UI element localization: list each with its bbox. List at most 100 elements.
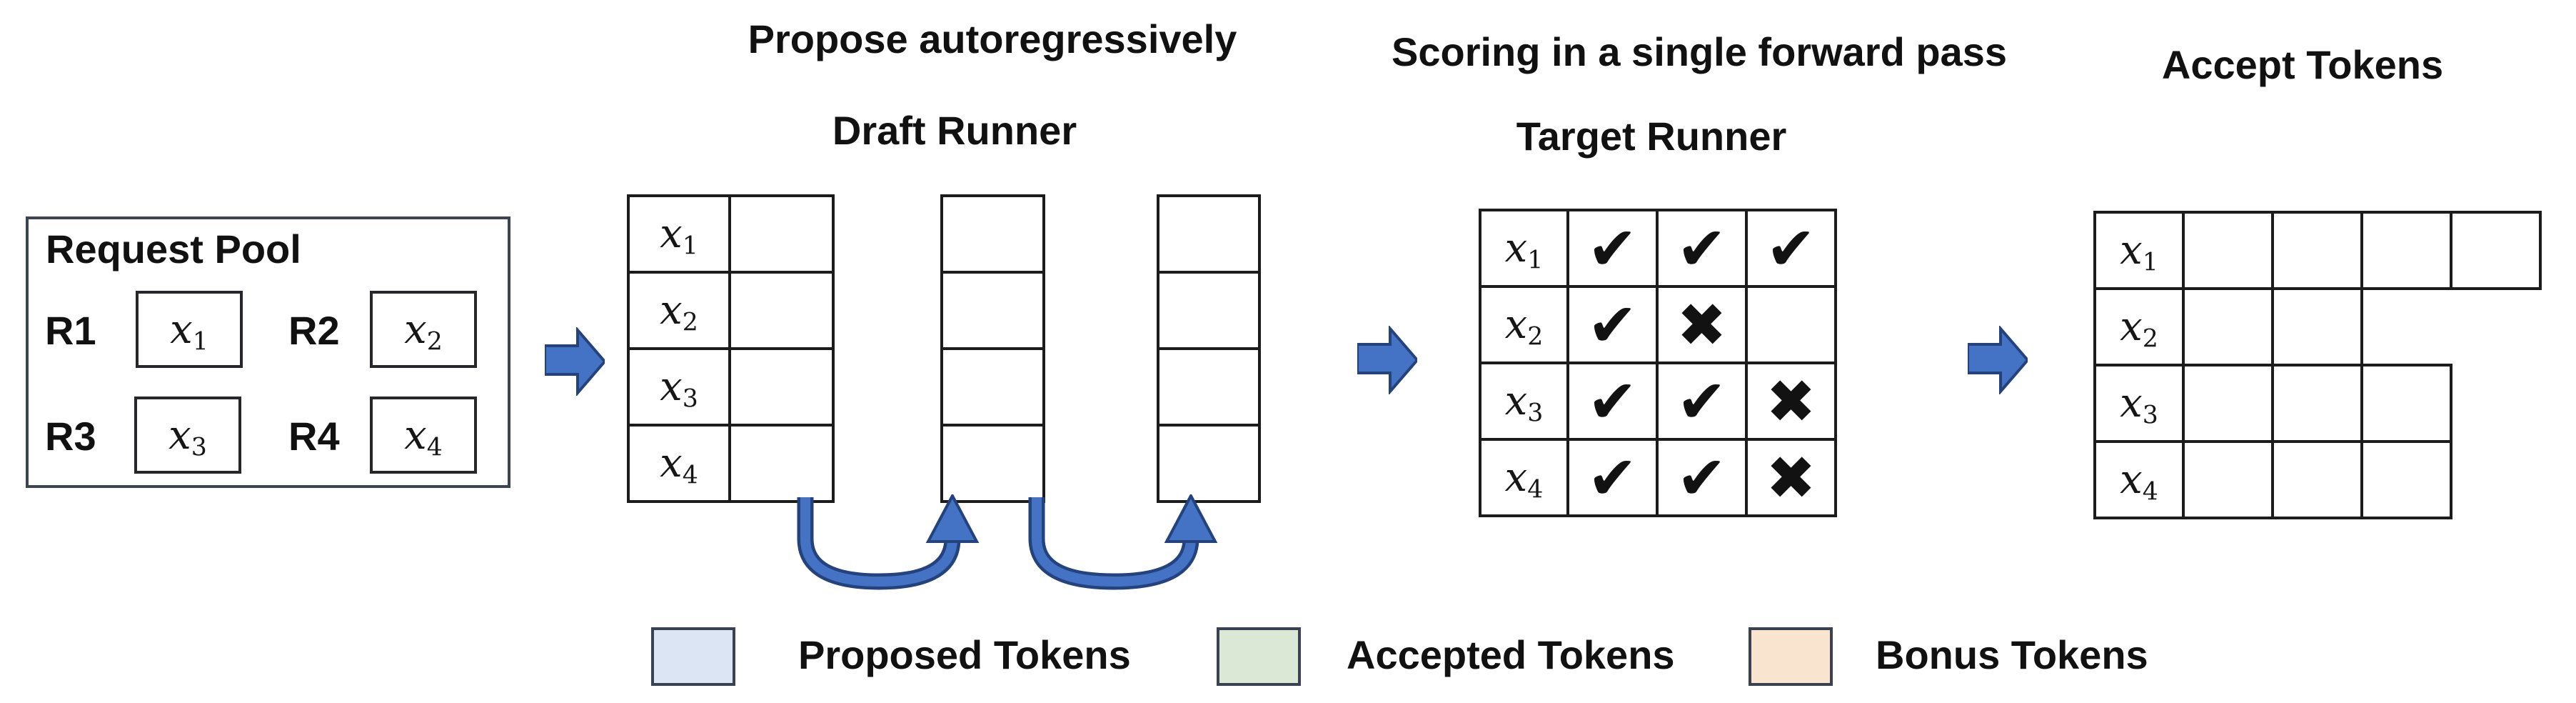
proposed-token-cell	[728, 271, 835, 350]
accepted-token-cell	[2360, 211, 2452, 290]
table-row	[1157, 194, 1261, 274]
proposed-token-cell	[1157, 271, 1261, 350]
accept-tokens-title: Accept Tokens	[2161, 42, 2444, 87]
request-label-r3: R3	[45, 414, 96, 459]
accepted-token-cell	[2271, 364, 2363, 443]
row-label: x1	[2093, 211, 2185, 290]
target-scoring-table: x1 ✔ ✔ ✔ x2 ✔ ✖ x3 ✔ ✔ ✖ x4 ✔ ✔ ✖	[1479, 209, 1837, 517]
proposed-token-cell	[728, 194, 835, 274]
table-row	[940, 271, 1045, 350]
score-cell: ✖	[1745, 362, 1837, 441]
score-cell: ✖	[1656, 285, 1748, 364]
request-token-box-r4: x4	[370, 397, 477, 474]
table-row: x4	[2093, 440, 2540, 519]
accept-tokens-table: x1 x2 x3 x4	[2093, 211, 2542, 519]
score-cell: ✔	[1566, 209, 1659, 288]
accepted-token-cell	[2182, 287, 2274, 367]
draft-proposal-table-2	[940, 194, 1045, 503]
row-label: x3	[627, 347, 731, 427]
table-row: x3	[627, 347, 835, 427]
table-row: x4	[627, 424, 835, 503]
token-x3: x3	[168, 412, 207, 462]
token-x1: x1	[170, 306, 208, 357]
draft-proposal-table-1: x1 x2 x3 x4	[627, 194, 835, 503]
score-cell: ✔	[1656, 362, 1748, 441]
legend-swatch-proposed	[651, 627, 735, 686]
accepted-token-cell	[2271, 440, 2363, 519]
row-label: x2	[1479, 285, 1569, 364]
table-row	[940, 347, 1045, 427]
row-label: x3	[2093, 364, 2185, 443]
proposed-token-cell	[1157, 194, 1261, 274]
table-row: x4 ✔ ✔ ✖	[1479, 438, 1837, 517]
bonus-token-cell	[2271, 287, 2363, 367]
table-row	[1157, 271, 1261, 350]
table-row: x1	[627, 194, 835, 274]
table-row	[940, 424, 1045, 503]
row-label: x4	[1479, 438, 1569, 517]
legend-swatch-accepted	[1217, 627, 1301, 686]
accepted-token-cell	[2182, 364, 2274, 443]
score-cell: ✔	[1566, 438, 1659, 517]
row-label: x2	[2093, 287, 2185, 367]
score-cell: ✔	[1656, 209, 1748, 288]
table-row: x2	[627, 271, 835, 350]
draft-runner-title: Draft Runner	[832, 108, 1077, 153]
proposed-token-cell	[940, 194, 1045, 274]
proposed-token-cell	[728, 424, 835, 503]
token-x2: x2	[404, 306, 443, 357]
loop-arrow-icon	[797, 494, 1218, 590]
bonus-token-cell	[2360, 364, 2452, 443]
row-label: x1	[1479, 209, 1569, 288]
table-row: x3 ✔ ✔ ✖	[1479, 362, 1837, 441]
proposed-token-cell	[1157, 347, 1261, 427]
accepted-token-cell	[2182, 440, 2274, 519]
score-cell: ✖	[1745, 438, 1837, 517]
table-row: x3	[2093, 364, 2540, 443]
request-label-r4: R4	[288, 414, 340, 459]
score-cell: ✔	[1566, 362, 1659, 441]
proposed-token-cell	[728, 347, 835, 427]
legend-label-bonus: Bonus Tokens	[1876, 632, 2148, 677]
legend-swatch-bonus	[1749, 627, 1833, 686]
proposed-token-cell	[940, 347, 1045, 427]
request-token-box-r3: x3	[134, 397, 241, 474]
table-row: x2	[2093, 287, 2540, 367]
table-row	[1157, 347, 1261, 427]
row-label: x4	[2093, 440, 2185, 519]
legend-label-proposed: Proposed Tokens	[798, 632, 1131, 677]
score-cell	[1745, 285, 1837, 364]
table-row: x1 ✔ ✔ ✔	[1479, 209, 1837, 288]
bonus-token-cell	[2450, 211, 2542, 290]
request-token-box-r2: x2	[370, 291, 477, 368]
row-label: x4	[627, 424, 731, 503]
proposed-token-cell	[940, 271, 1045, 350]
score-cell: ✔	[1656, 438, 1748, 517]
accepted-token-cell	[2182, 211, 2274, 290]
request-token-box-r1: x1	[136, 291, 243, 368]
request-pool-title: Request Pool	[46, 226, 301, 271]
row-label: x2	[627, 271, 731, 350]
bonus-token-cell	[2360, 440, 2452, 519]
flow-arrow-icon	[1357, 326, 1417, 394]
table-row: x1	[2093, 211, 2542, 290]
proposed-token-cell	[1157, 424, 1261, 503]
token-x4: x4	[404, 412, 443, 462]
draft-proposal-table-3	[1157, 194, 1261, 503]
table-row: x2 ✔ ✖	[1479, 285, 1837, 364]
proposed-token-cell	[940, 424, 1045, 503]
table-row	[1157, 424, 1261, 503]
request-label-r1: R1	[45, 308, 96, 353]
accepted-token-cell	[2271, 211, 2363, 290]
propose-step-title: Propose autoregressively	[748, 16, 1237, 61]
score-cell: ✔	[1745, 209, 1837, 288]
score-cell: ✔	[1566, 285, 1659, 364]
target-runner-title: Target Runner	[1516, 114, 1787, 159]
legend-label-accepted: Accepted Tokens	[1347, 632, 1675, 677]
row-label: x1	[627, 194, 731, 274]
table-row	[940, 194, 1045, 274]
scoring-step-title: Scoring in a single forward pass	[1392, 29, 2007, 74]
flow-arrow-icon	[545, 327, 605, 396]
row-label: x3	[1479, 362, 1569, 441]
